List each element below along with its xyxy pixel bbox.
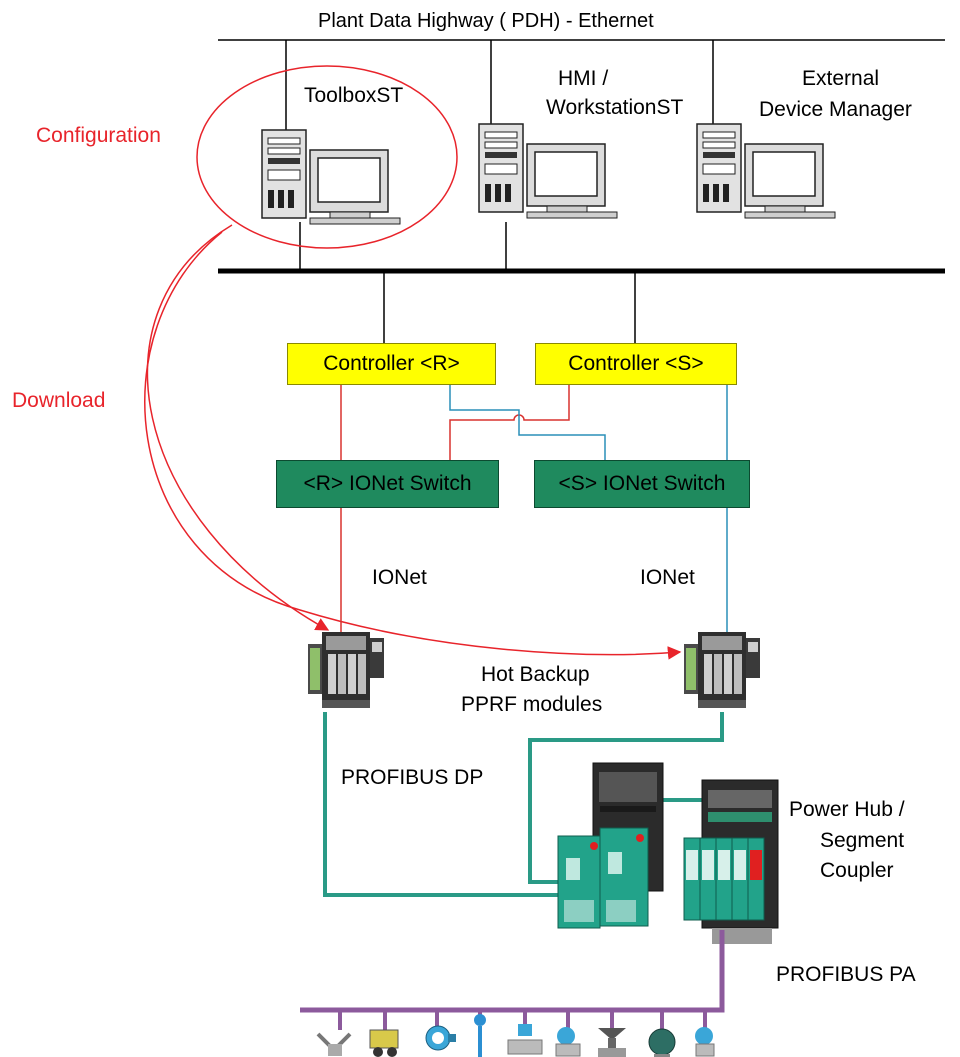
ionet-label-left: IONet — [372, 566, 427, 589]
link-controller-s-to-switch-r — [449, 384, 570, 460]
io-module-icon — [308, 632, 384, 708]
controller-s-box: Controller <S> — [535, 343, 737, 385]
field-instrument-icon — [598, 1028, 626, 1057]
computer-icon — [261, 129, 401, 225]
segment-label: Segment — [820, 829, 905, 852]
profibus-pa-label: PROFIBUS PA — [776, 963, 916, 986]
field-instrument-icon — [507, 1024, 543, 1055]
field-instrument-icon — [695, 1027, 715, 1057]
ionet-label-right: IONet — [640, 566, 695, 589]
download-label: Download — [12, 389, 106, 412]
gateway-device-icon — [557, 762, 664, 929]
field-instrument-icon — [316, 1032, 352, 1056]
io-module-icon — [684, 632, 760, 708]
workstationst-label: WorkstationST — [546, 96, 684, 119]
power-hub-label: Power Hub / — [789, 798, 905, 821]
gateway-device-icon — [683, 779, 779, 944]
field-instrument-icon — [425, 1025, 456, 1051]
profibus-dp-label: PROFIBUS DP — [341, 766, 484, 789]
profibus-pa-link — [300, 930, 725, 1013]
link-controller-r-to-switch-s — [449, 384, 606, 460]
coupler-label: Coupler — [820, 859, 894, 882]
computer-icon — [696, 123, 836, 219]
controller-r-label: Controller <R> — [323, 352, 460, 375]
profibus-dp-link-s — [528, 712, 724, 884]
configuration-highlight-circle — [196, 65, 458, 249]
pprf-modules-label: PPRF modules — [461, 693, 603, 716]
controller-s-label: Controller <S> — [568, 352, 704, 375]
field-instrument-icon — [648, 1028, 676, 1057]
hot-backup-label: Hot Backup — [481, 663, 590, 686]
configuration-label: Configuration — [36, 124, 161, 147]
external-label: External — [802, 67, 880, 90]
switch-r-box: <R> IONet Switch — [276, 460, 499, 508]
computer-icon — [478, 123, 618, 219]
switch-s-box: <S> IONet Switch — [534, 460, 750, 508]
download-arrow-r — [146, 224, 330, 631]
toolboxst-label: ToolboxST — [304, 84, 404, 107]
switch-s-label: <S> IONet Switch — [558, 472, 726, 495]
hmi-label: HMI / — [558, 67, 609, 90]
switch-r-label: <R> IONet Switch — [303, 472, 472, 495]
field-instrument-icon — [474, 1014, 486, 1057]
field-instrument-icon — [555, 1027, 581, 1057]
pdh-ethernet-label: Plant Data Highway ( PDH) - Ethernet — [318, 10, 654, 32]
field-instrument-icon — [369, 1029, 399, 1057]
controller-r-box: Controller <R> — [287, 343, 496, 385]
device-manager-label: Device Manager — [759, 98, 912, 121]
download-arrow-s — [144, 231, 682, 660]
